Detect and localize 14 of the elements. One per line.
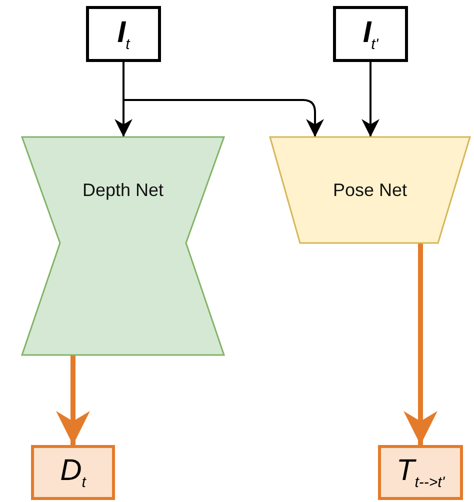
arrow bbox=[404, 243, 438, 445]
output-box bbox=[378, 445, 463, 500]
arrow bbox=[362, 62, 380, 137]
variable-label: I$_{t}$ bbox=[117, 16, 130, 52]
variable-label: T$_{t-->t'}$ bbox=[396, 454, 445, 491]
output-box bbox=[31, 445, 115, 500]
arrow bbox=[122, 62, 324, 137]
input-box bbox=[86, 6, 161, 62]
input-box bbox=[333, 6, 408, 62]
variable-label: I$_{t'}$ bbox=[362, 16, 378, 52]
arrow bbox=[56, 355, 90, 445]
network-label: Pose Net bbox=[332, 180, 408, 201]
variable-label: D$_{t}$ bbox=[60, 454, 86, 491]
network-label: Depth Net bbox=[82, 180, 164, 201]
